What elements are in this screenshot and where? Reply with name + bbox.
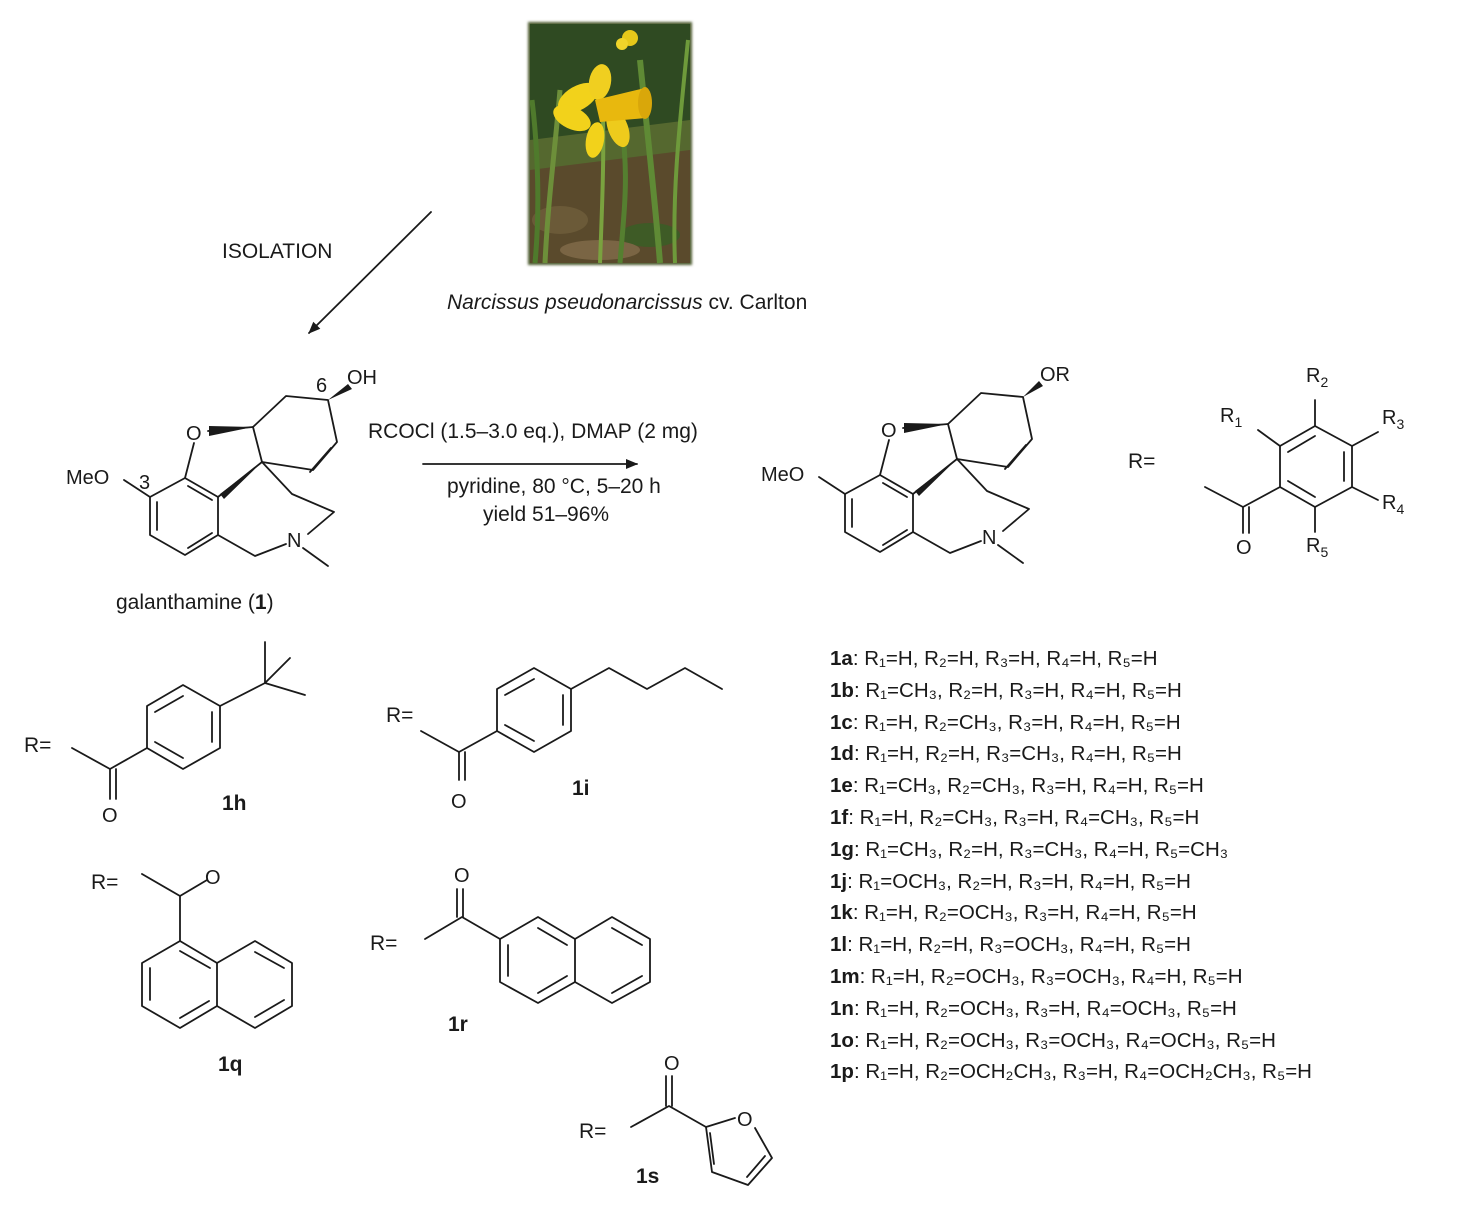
svg-text:O: O [186,423,202,445]
derivative-1k: 1k: R₁=H, R₂=OCH₃, R₃=H, R₄=H, R₅=H [830,901,1197,925]
derivative-1f: 1f: R₁=H, R₂=CH₃, R₃=H, R₄=CH₃, R₅=H [830,805,1200,829]
daffodil-photo [528,22,692,265]
yield-label: yield 51–96% [483,503,609,526]
svg-text:O: O [205,867,221,889]
derivative-1b: 1b: R₁=CH₃, R₂=H, R₃=H, R₄=H, R₅=H [830,678,1182,702]
conditions-label: pyridine, 80 °C, 5–20 h [447,475,661,498]
isolation-arrow [308,211,432,334]
svg-text:R=: R= [386,704,413,727]
svg-text:1q: 1q [218,1053,243,1076]
galanthamine-label: galanthamine (1) [116,591,274,614]
derivative-1d: 1d: R₁=H, R₂=H, R₃=CH₃, R₄=H, R₅=H [830,742,1182,766]
product-structure: O OR MeO N [761,364,1070,564]
daffodil-flower-icon [553,30,652,158]
svg-text:O: O [454,865,470,887]
plant-name: Narcissus pseudonarcissus cv. Carlton [447,291,807,314]
svg-text:N: N [982,527,996,549]
svg-text:R5: R5 [1306,535,1328,560]
reagents-label: RCOCl (1.5–3.0 eq.), DMAP (2 mg) [368,420,698,443]
svg-text:R=: R= [91,871,118,894]
derivative-1p: 1p: R₁=H, R₂=OCH₂CH₃, R₃=H, R₄=OCH₂CH₃, … [830,1060,1312,1084]
derivative-1o: 1o: R₁=H, R₂=OCH₃, R₃=OCH₃, R₄=OCH₃, R₅=… [830,1028,1276,1052]
derivative-1m: 1m: R₁=H, R₂=OCH₃, R₃=OCH₃, R₄=H, R₅=H [830,964,1243,988]
compound-1i: R= O 1i [386,667,723,813]
derivative-list: 1a: R₁=H, R₂=H, R₃=H, R₄=H, R₅=H 1b: R₁=… [830,643,1312,1088]
isolation-label: ISOLATION [222,240,332,263]
derivative-1g: 1g: R₁=CH₃, R₂=H, R₃=CH₃, R₄=H, R₅=CH₃ [830,837,1229,861]
svg-text:R=: R= [1128,450,1155,473]
svg-text:1r: 1r [448,1013,468,1036]
svg-text:R2: R2 [1306,365,1328,390]
svg-text:O: O [737,1109,753,1131]
svg-text:MeO: MeO [66,467,109,489]
svg-text:O: O [881,420,897,442]
svg-text:OR: OR [1040,364,1070,386]
svg-text:R1: R1 [1220,405,1242,430]
svg-text:6: 6 [316,375,327,397]
svg-text:1i: 1i [572,777,590,800]
svg-text:O: O [451,791,467,813]
svg-text:R=: R= [370,932,397,955]
svg-text:R=: R= [579,1120,606,1143]
compound-1r: R= O 1r [370,865,651,1036]
galanthamine-structure: O OH 6 MeO 3 N [66,367,377,567]
compound-1q: R= O 1q [91,867,293,1076]
svg-text:3: 3 [139,472,150,494]
compound-1h: R= O 1h [24,641,306,827]
svg-text:OH: OH [347,367,377,389]
derivative-1l: 1l: R₁=H, R₂=H, R₃=OCH₃, R₄=H, R₅=H [830,933,1191,957]
svg-text:O: O [102,805,118,827]
svg-text:O: O [1236,537,1252,559]
derivative-1e: 1e: R₁=CH₃, R₂=CH₃, R₃=H, R₄=H, R₅=H [830,774,1204,798]
derivative-1j: 1j: R₁=OCH₃, R₂=H, R₃=H, R₄=H, R₅=H [830,869,1191,893]
derivative-1a: 1a: R₁=H, R₂=H, R₃=H, R₄=H, R₅=H [830,647,1158,670]
svg-text:O: O [664,1053,680,1075]
svg-text:1h: 1h [222,792,247,815]
svg-text:N: N [287,530,301,552]
svg-text:1s: 1s [636,1165,659,1188]
svg-text:R3: R3 [1382,407,1404,432]
svg-text:R=: R= [24,734,51,757]
svg-text:MeO: MeO [761,464,804,486]
derivative-1c: 1c: R₁=H, R₂=CH₃, R₃=H, R₄=H, R₅=H [830,710,1181,734]
svg-text:R4: R4 [1382,492,1404,517]
derivative-1n: 1n: R₁=H, R₂=OCH₃, R₃=H, R₄=OCH₃, R₅=H [830,996,1237,1020]
r-benzoyl-structure: R= O R1 R2 R3 R4 R5 [1128,365,1404,560]
compound-1s: R= O O 1s [579,1053,773,1188]
